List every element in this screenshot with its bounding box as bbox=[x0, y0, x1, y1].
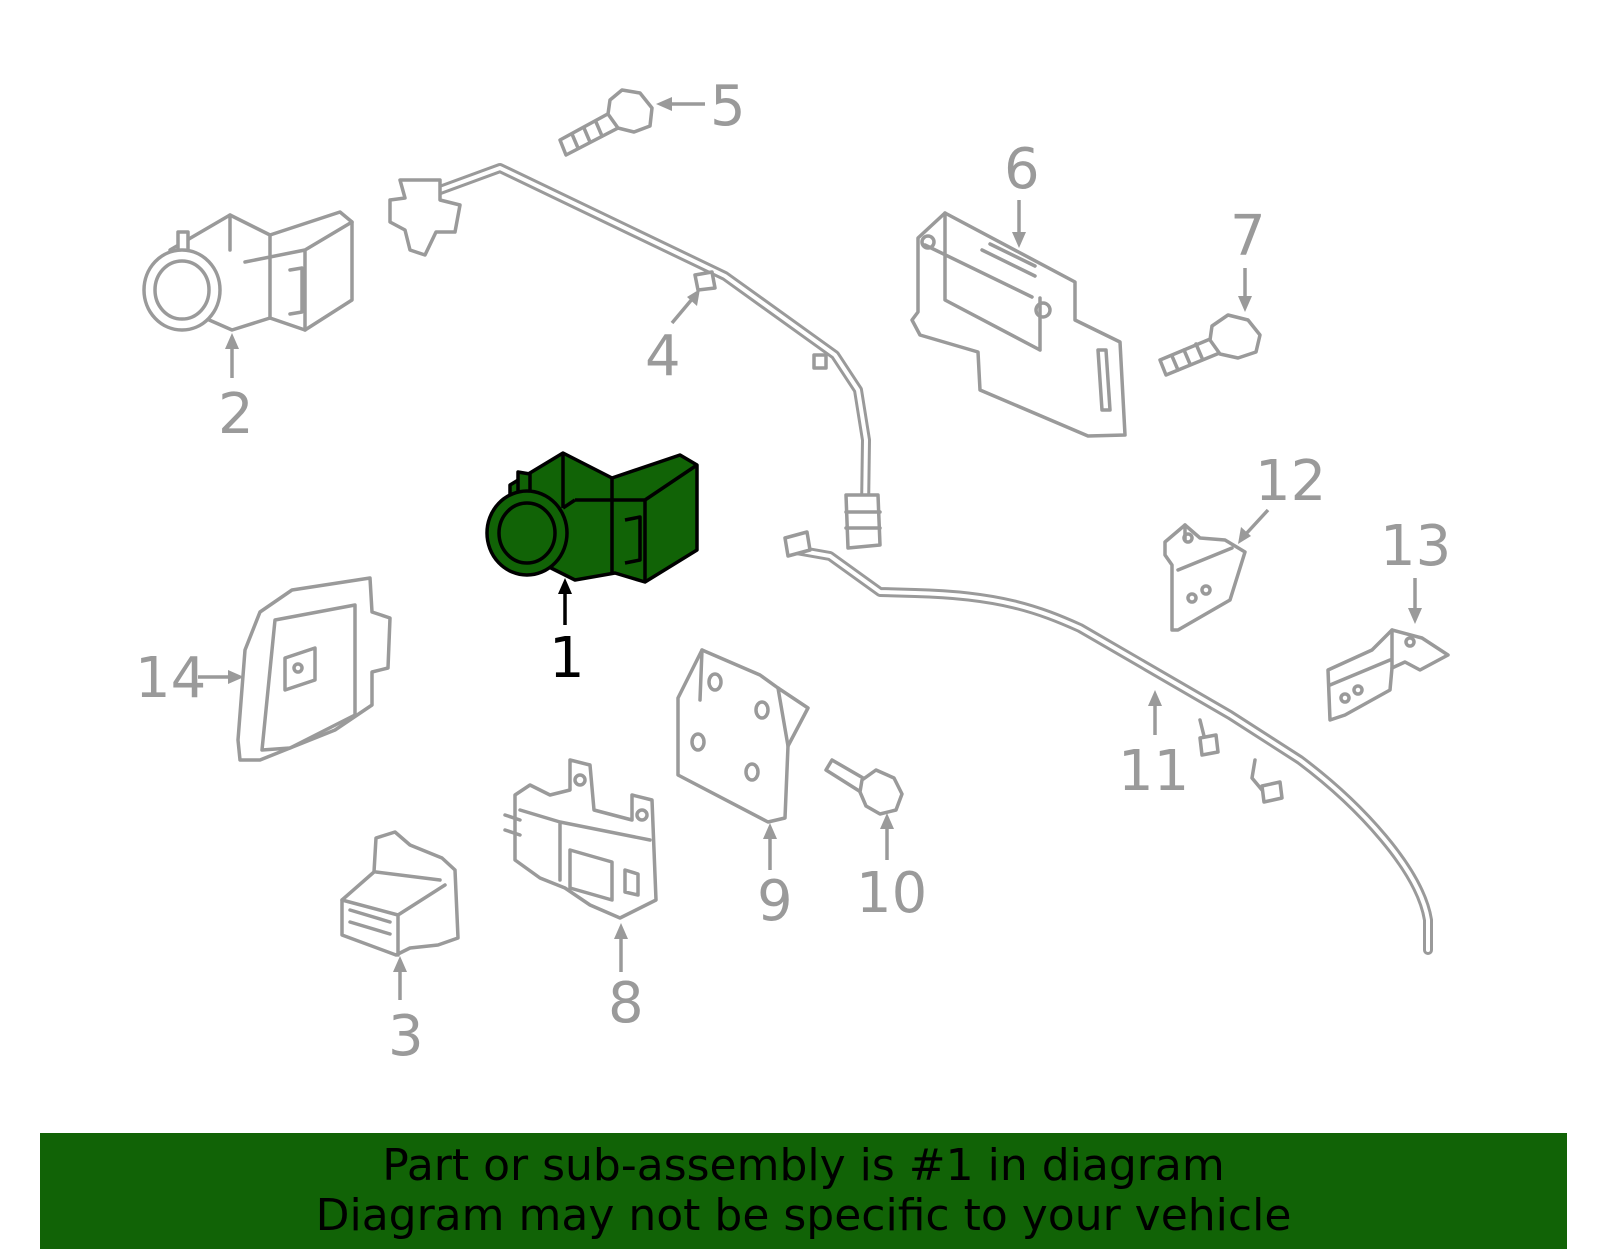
callout-labels: 1 2 3 4 5 6 7 8 9 10 11 12 13 14 bbox=[135, 74, 1451, 1069]
callout-8: 8 bbox=[608, 971, 644, 1036]
part-14-radar-module[interactable] bbox=[236, 576, 392, 762]
callout-arrows bbox=[198, 97, 1422, 1000]
callout-5: 5 bbox=[710, 74, 746, 139]
callout-4: 4 bbox=[645, 324, 681, 389]
callout-9: 9 bbox=[757, 869, 793, 934]
part-9-bracket[interactable] bbox=[676, 648, 810, 824]
callout-12: 12 bbox=[1255, 449, 1326, 514]
part-1-parking-sensor-selected[interactable] bbox=[485, 451, 699, 584]
part-12-bracket[interactable] bbox=[1163, 523, 1247, 632]
part-3-relay[interactable] bbox=[340, 830, 460, 957]
part-8-connector[interactable] bbox=[503, 758, 658, 920]
callout-2: 2 bbox=[218, 382, 254, 447]
part-6-control-module[interactable] bbox=[910, 211, 1127, 438]
part-7-bolt[interactable] bbox=[1158, 313, 1262, 377]
callout-1: 1 bbox=[549, 626, 585, 691]
callout-13: 13 bbox=[1380, 514, 1451, 579]
part-10-bolt[interactable] bbox=[824, 758, 904, 816]
part-4-wiring-harness[interactable] bbox=[388, 163, 882, 550]
part-2-parking-sensor[interactable] bbox=[142, 210, 354, 332]
part-5-bolt[interactable] bbox=[558, 88, 654, 157]
callout-14: 14 bbox=[135, 646, 206, 711]
callout-11: 11 bbox=[1118, 739, 1189, 804]
part-13-bracket[interactable] bbox=[1326, 628, 1450, 722]
banner-line-1: Part or sub-assembly is #1 in diagram bbox=[382, 1140, 1225, 1191]
banner-line-2: Diagram may not be specific to your vehi… bbox=[315, 1190, 1292, 1241]
part-11-wiring-harness[interactable] bbox=[783, 530, 1433, 955]
callout-7: 7 bbox=[1230, 204, 1266, 269]
callout-6: 6 bbox=[1004, 137, 1040, 202]
callout-10: 10 bbox=[856, 861, 927, 926]
info-banner: Part or sub-assembly is #1 in diagram Di… bbox=[40, 1133, 1567, 1249]
callout-3: 3 bbox=[388, 1004, 424, 1069]
parts-diagram: 1 2 3 4 5 6 7 8 9 10 11 12 13 14 bbox=[135, 74, 1451, 1069]
